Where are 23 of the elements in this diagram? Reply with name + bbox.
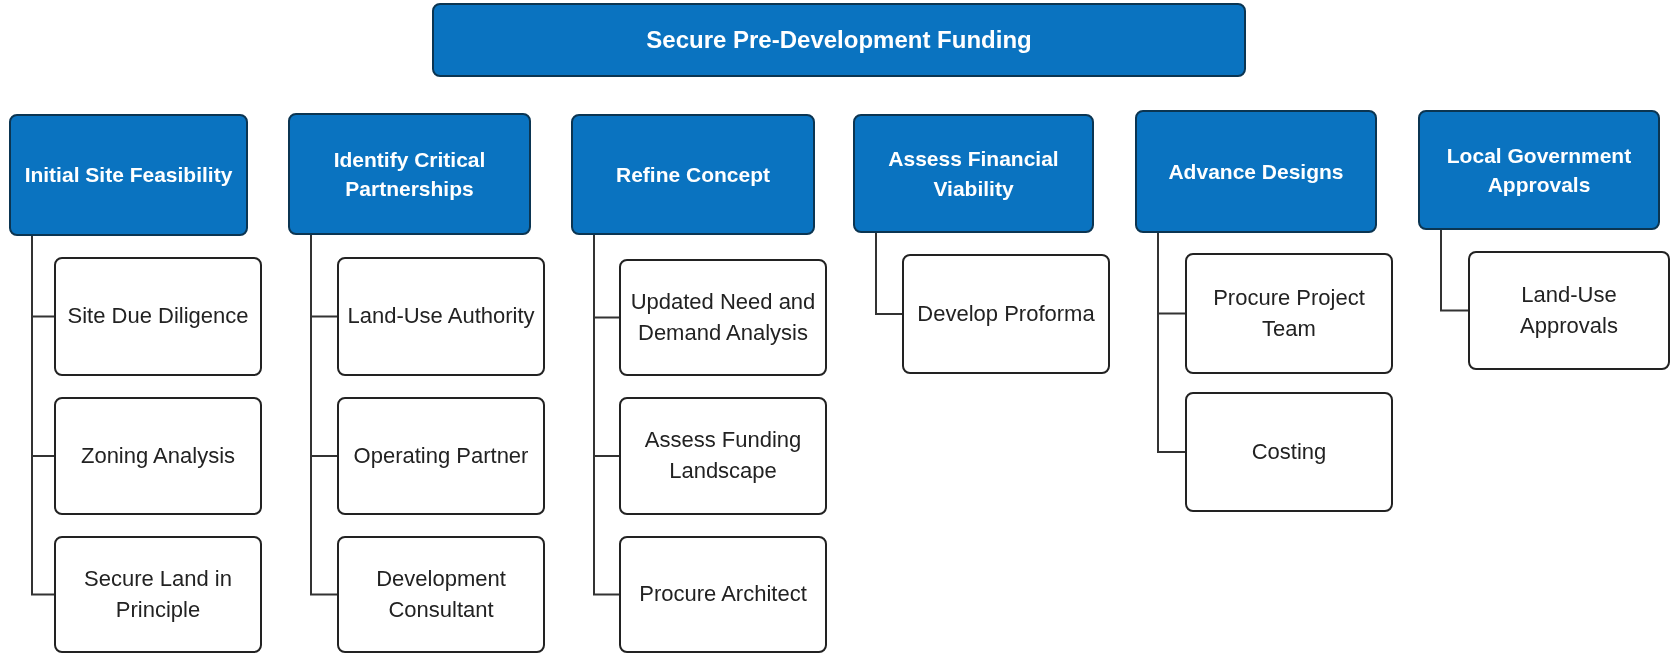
task-box: Costing <box>1185 392 1393 512</box>
task-box: Assess Funding Landscape <box>619 397 827 515</box>
task-box: Operating Partner <box>337 397 545 515</box>
connector-line <box>1440 229 1469 312</box>
task-box: Procure Architect <box>619 536 827 653</box>
task-box: Development Consultant <box>337 536 545 653</box>
task-box: Updated Need and Demand Analysis <box>619 259 827 376</box>
connector-line <box>875 232 903 315</box>
title-box: Secure Pre-Development Funding <box>432 3 1246 77</box>
category-box: Local Government Approvals <box>1418 110 1660 230</box>
category-box: Initial Site Feasibility <box>9 114 248 236</box>
category-box: Advance Designs <box>1135 110 1377 233</box>
task-box: Site Due Diligence <box>54 257 262 376</box>
task-box: Procure Project Team <box>1185 253 1393 374</box>
task-box: Land-Use Approvals <box>1468 251 1670 370</box>
task-box: Develop Proforma <box>902 254 1110 374</box>
task-box: Zoning Analysis <box>54 397 262 515</box>
category-box: Refine Concept <box>571 114 815 235</box>
task-box: Land-Use Authority <box>337 257 545 376</box>
connector-line <box>1157 232 1186 453</box>
category-box: Assess Financial Viability <box>853 114 1094 233</box>
category-box: Identify Critical Partnerships <box>288 113 531 235</box>
task-box: Secure Land in Principle <box>54 536 262 653</box>
